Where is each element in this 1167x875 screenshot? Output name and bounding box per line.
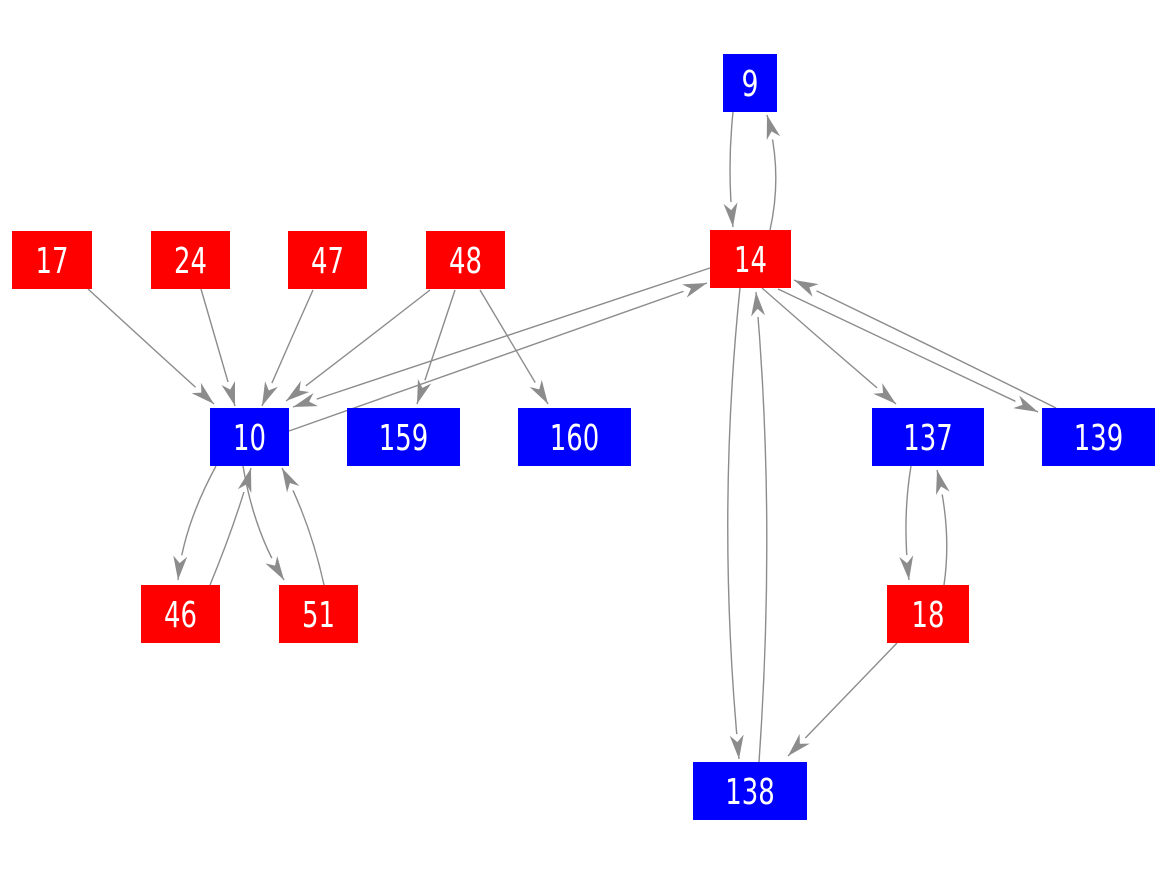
node-159: 159 <box>347 408 460 466</box>
node-14-box <box>710 230 791 288</box>
node-14-label: 14 <box>734 240 767 281</box>
node-139: 139 <box>1042 408 1155 466</box>
node-137-box <box>872 408 984 466</box>
edge-24-10 <box>200 288 236 407</box>
node-46-label: 46 <box>164 595 197 636</box>
edge-46-10 <box>209 467 253 586</box>
edge-48-10 <box>285 289 431 402</box>
node-51: 51 <box>279 585 358 643</box>
node-139-box <box>1042 408 1155 466</box>
node-46: 46 <box>141 585 220 643</box>
edge-10-14 <box>288 282 708 432</box>
edges-layer <box>87 111 1057 763</box>
node-48: 48 <box>426 231 505 289</box>
node-48-label: 48 <box>449 241 482 282</box>
node-18-box <box>887 585 969 643</box>
node-160: 160 <box>518 408 631 466</box>
node-24-label: 24 <box>174 241 207 282</box>
node-138: 138 <box>693 762 807 820</box>
node-9-box <box>723 54 777 112</box>
node-160-label: 160 <box>550 418 600 459</box>
edge-48-159 <box>416 289 456 405</box>
node-46-box <box>141 585 220 643</box>
edge-18-137 <box>935 469 951 586</box>
node-24: 24 <box>151 231 230 289</box>
edge-14-9 <box>766 114 782 231</box>
edge-14-138 <box>727 287 745 760</box>
node-17: 17 <box>12 231 92 289</box>
node-139-label: 139 <box>1074 418 1124 459</box>
node-47-box <box>288 231 367 289</box>
node-51-box <box>279 585 358 643</box>
edge-51-10 <box>281 467 325 586</box>
node-159-box <box>347 408 460 466</box>
node-138-box <box>693 762 807 820</box>
edge-137-18 <box>898 465 915 581</box>
node-17-label: 17 <box>36 241 69 282</box>
node-138-label: 138 <box>725 772 775 813</box>
nodes-layer: 9 17 24 47 48 14 10 159 160 137 139 46 51 18 138 <box>12 54 1155 820</box>
node-48-box <box>426 231 505 289</box>
node-17-box <box>12 231 92 289</box>
edge-47-10 <box>261 289 314 407</box>
edge-14-10 <box>292 267 711 408</box>
node-51-label: 51 <box>302 595 335 636</box>
edge-17-10 <box>87 288 215 405</box>
edge-14-137 <box>761 287 897 405</box>
node-47: 47 <box>288 231 367 289</box>
edge-18-138 <box>787 642 898 757</box>
node-159-label: 159 <box>379 418 429 459</box>
node-18: 18 <box>887 585 969 643</box>
node-10-label: 10 <box>233 418 266 459</box>
node-24-box <box>151 231 230 289</box>
edge-138-14 <box>750 291 768 763</box>
edge-14-139 <box>777 288 1039 413</box>
node-18-label: 18 <box>912 595 945 636</box>
edge-48-160 <box>479 289 549 405</box>
node-10-box <box>210 408 289 466</box>
node-137: 137 <box>872 408 984 466</box>
node-10: 10 <box>210 408 289 466</box>
edge-139-14 <box>793 279 1057 409</box>
node-160-box <box>518 408 631 466</box>
edge-10-51 <box>242 465 285 581</box>
node-9-label: 9 <box>742 64 759 105</box>
edge-9-14 <box>722 111 739 228</box>
node-47-label: 47 <box>311 241 344 282</box>
edge-10-46 <box>172 465 217 581</box>
node-137-label: 137 <box>903 418 953 459</box>
node-9: 9 <box>723 54 777 112</box>
node-14: 14 <box>710 230 791 288</box>
